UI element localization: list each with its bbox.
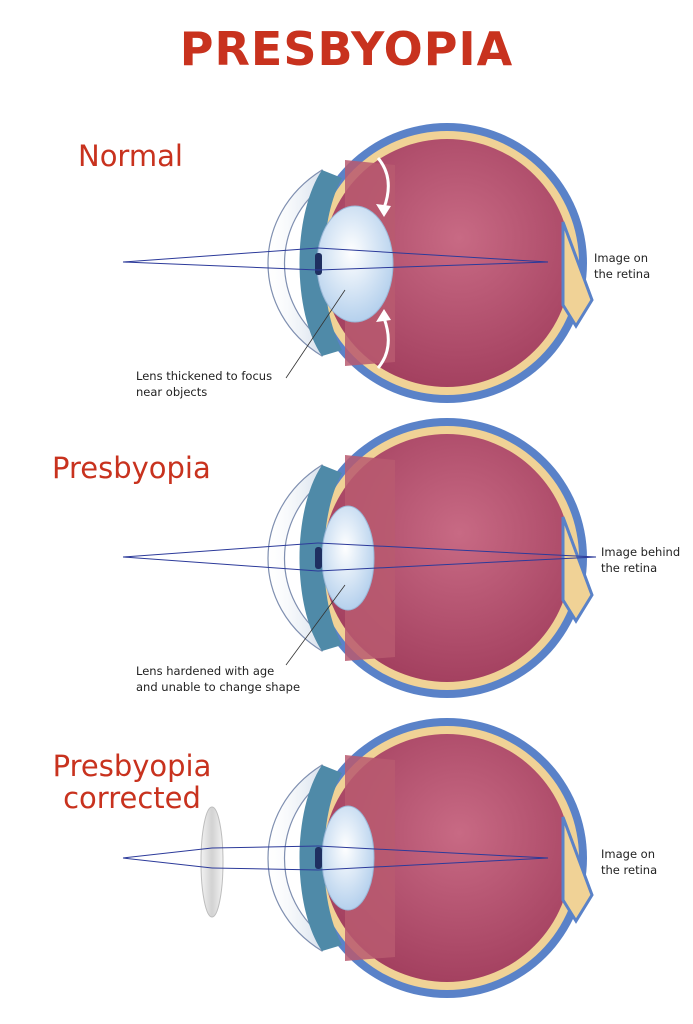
eye-normal bbox=[122, 123, 594, 403]
lens-normal bbox=[316, 205, 394, 323]
lens-caption-presbyopia: Lens hardened with age and unable to cha… bbox=[136, 664, 301, 694]
optic-nerve bbox=[561, 516, 594, 624]
main-title: PRESBYOPIA bbox=[179, 22, 514, 76]
light-rays bbox=[122, 542, 597, 572]
arrow-down-head-icon bbox=[376, 204, 391, 217]
light-rays bbox=[122, 247, 549, 271]
arrow-down-icon bbox=[376, 157, 390, 209]
image-caption-corrected: Image on the retina bbox=[601, 847, 658, 877]
light-rays bbox=[122, 845, 549, 871]
arrow-up-icon bbox=[376, 317, 390, 369]
panel-title-normal: Normal bbox=[78, 139, 183, 173]
lens-leader-line bbox=[285, 289, 346, 379]
panel-title-presbyopia: Presbyopia bbox=[52, 451, 211, 485]
arrow-up-head-icon bbox=[376, 309, 391, 322]
eye-presbyopia bbox=[122, 418, 597, 698]
lens-caption-normal: Lens thickened to focus near objects bbox=[136, 369, 273, 399]
optic-nerve bbox=[561, 816, 594, 924]
lens-leader-line bbox=[285, 584, 346, 666]
pupil bbox=[315, 847, 322, 869]
eye-presbyopia-corrected bbox=[122, 718, 594, 998]
lens-hardened bbox=[321, 505, 375, 611]
pupil bbox=[315, 253, 322, 275]
panel-title-presbyopia-corrected: Presbyopia corrected bbox=[52, 749, 212, 815]
pupil bbox=[315, 547, 322, 569]
image-caption-presbyopia: Image behind the retina bbox=[601, 545, 681, 575]
corrective-lens-icon bbox=[200, 806, 224, 918]
image-caption-normal: Image on the retina bbox=[594, 251, 651, 281]
lens-hardened bbox=[321, 805, 375, 911]
optic-nerve bbox=[561, 221, 594, 329]
